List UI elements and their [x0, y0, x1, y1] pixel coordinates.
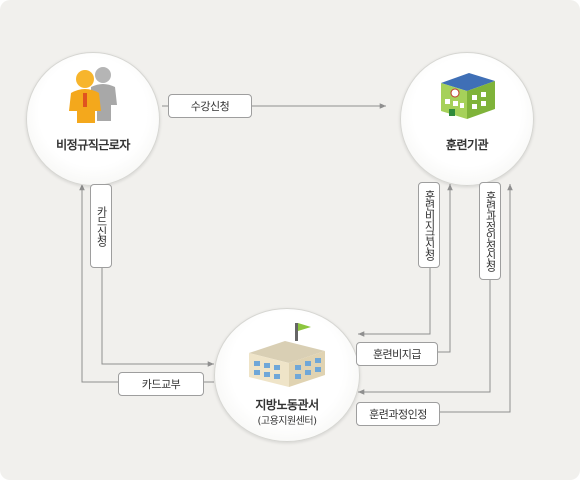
- cost-request-text: 훈련비지급신청: [423, 190, 436, 260]
- course-apply-text: 훈련과정인정신청: [484, 191, 497, 271]
- card-issue-label: 카드교부: [118, 372, 204, 396]
- office-building-icon: [249, 323, 325, 387]
- course-approve-label: 훈련과정인정: [356, 402, 440, 426]
- office-sublabel: (고용지원센터): [257, 416, 317, 427]
- edge-course-apply-line: [358, 278, 491, 395]
- card-apply-label: 카드신청: [90, 184, 112, 268]
- office-node: 지방노동관서 (고용지원센터): [214, 308, 360, 442]
- institution-label: 훈련기관: [445, 138, 489, 152]
- edge-card-apply-line: [101, 184, 214, 367]
- institution-node: 훈련기관: [400, 52, 534, 186]
- card-apply-text: 카드신청: [95, 206, 108, 246]
- cost-pay-label: 훈련비지급: [356, 342, 438, 366]
- edge-cost-request-line: [358, 266, 431, 337]
- cost-request-label: 훈련비지급신청: [418, 182, 440, 268]
- worker-label: 비정규직근로자: [56, 138, 130, 152]
- enroll-label: 수강신청: [168, 94, 252, 118]
- course-apply-label: 훈련과정인정신청: [479, 182, 501, 280]
- school-building-icon: [441, 73, 495, 119]
- workers-icon: [69, 67, 117, 123]
- office-label: 지방노동관서: [255, 398, 319, 412]
- worker-node: 비정규직근로자: [26, 52, 160, 186]
